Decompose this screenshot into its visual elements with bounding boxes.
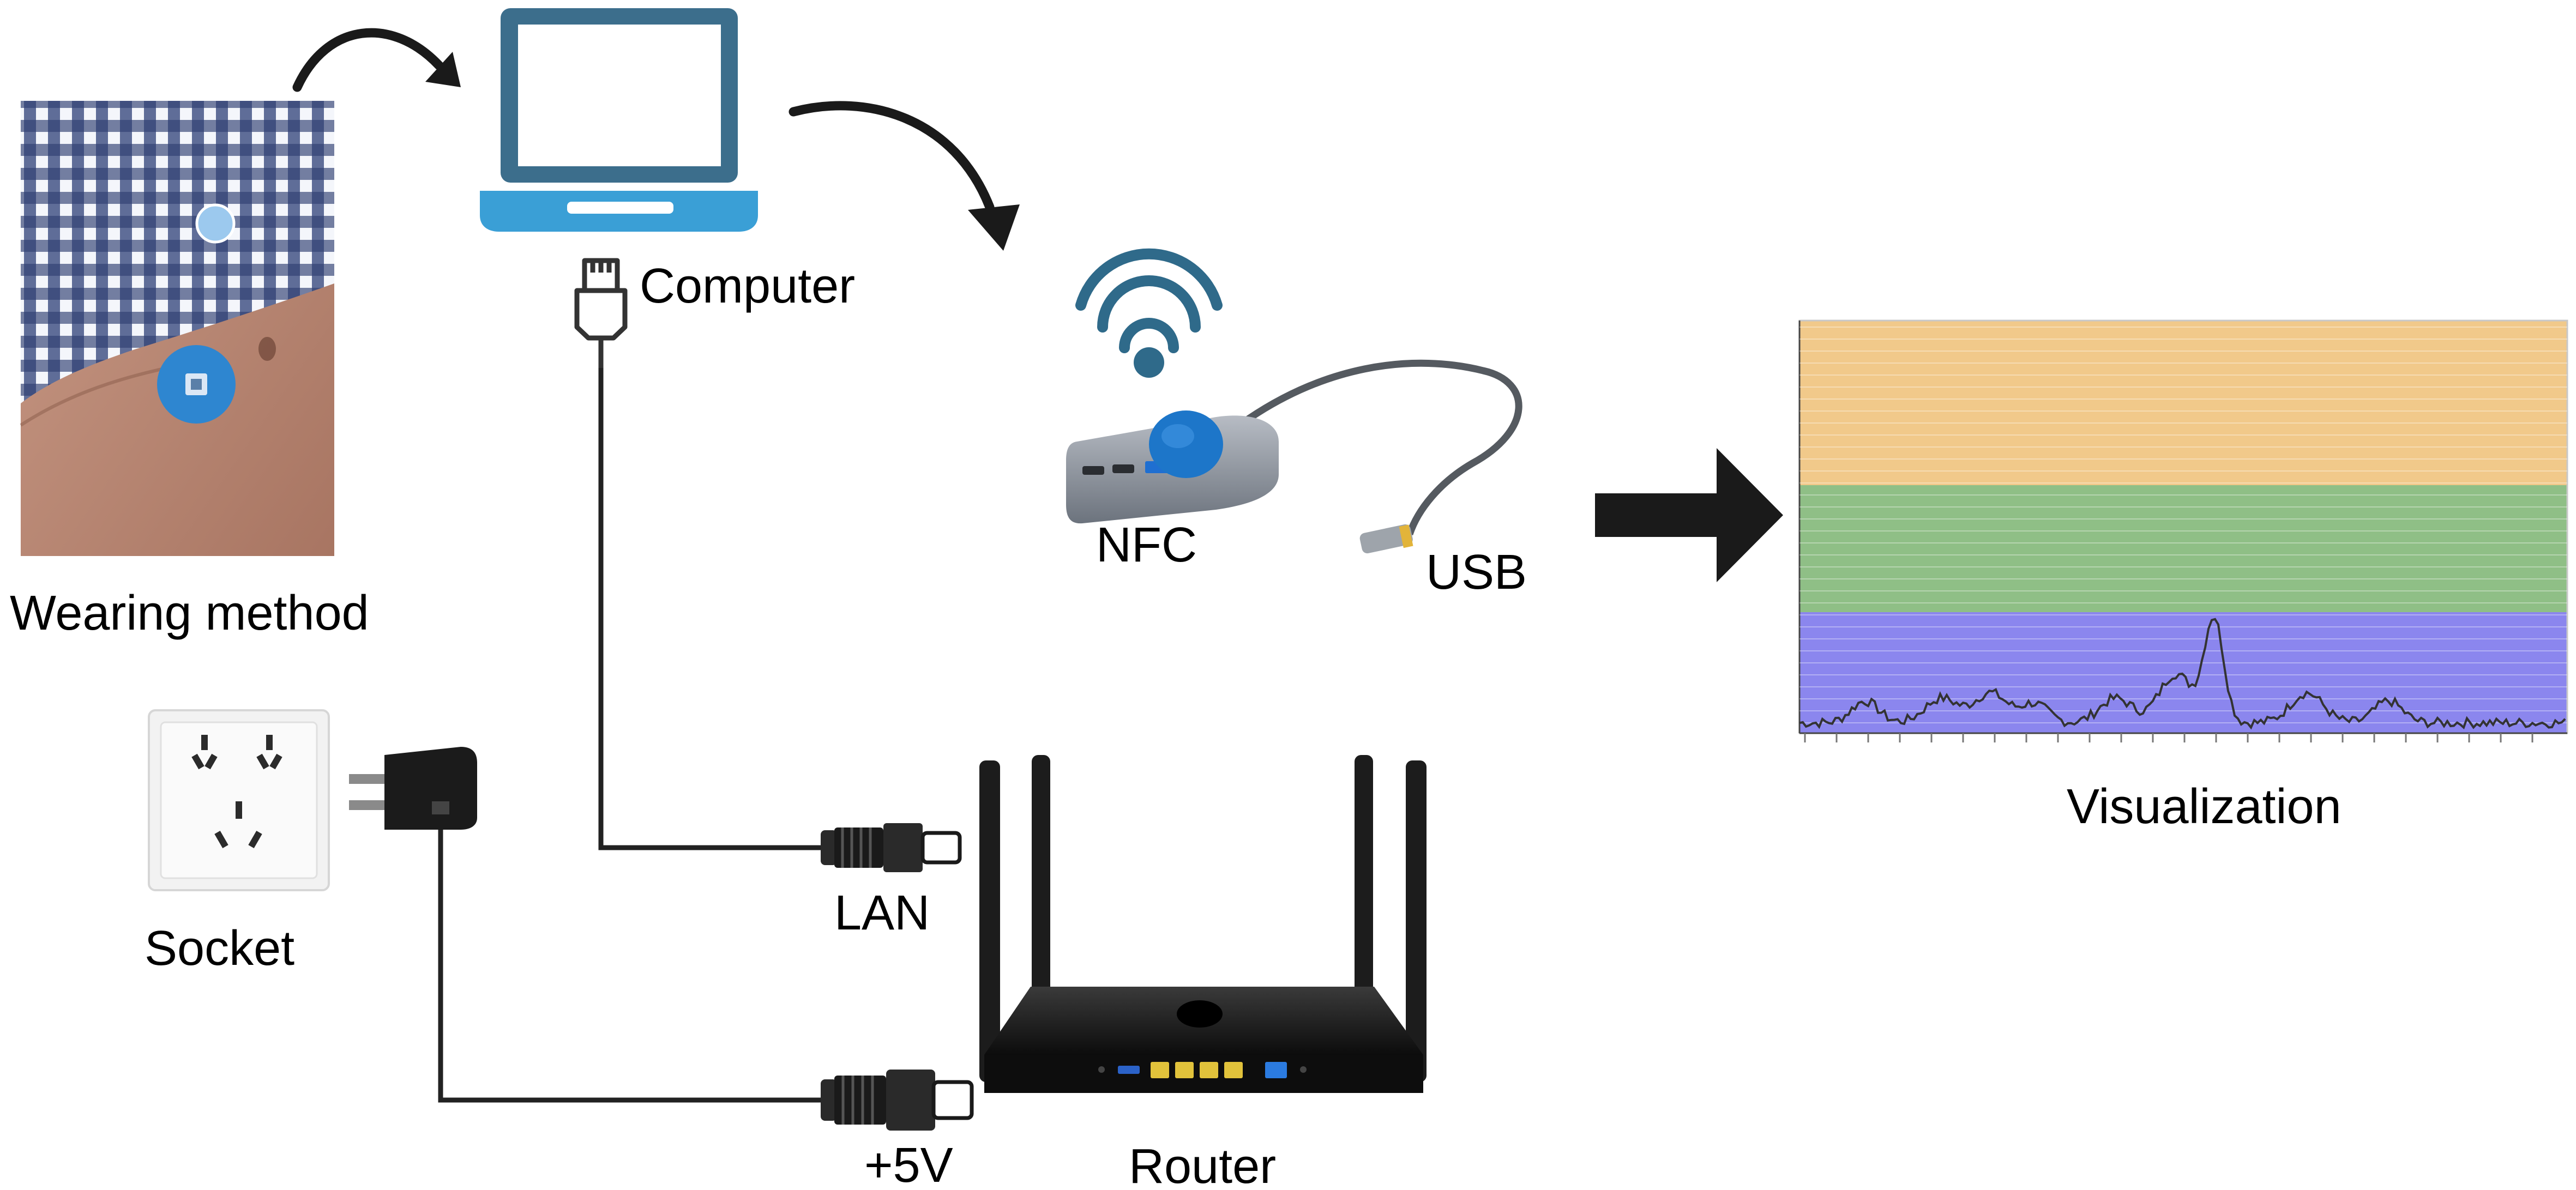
nfc-reader-icon [1066,248,1522,554]
usb-label: USB [1426,545,1527,600]
laptop-icon [480,8,758,232]
wearing-label: Wearing method [10,586,369,641]
power-label: +5V [864,1138,953,1190]
router-icon [979,755,1427,1093]
power-cable [438,830,829,1103]
ethernet-plug-icon [574,258,628,368]
power-connector-icon [821,1070,974,1131]
lan-label: LAN [834,886,930,940]
signal-line [1799,618,2566,730]
x-ticks [1804,733,2533,742]
visualization-chart [1798,319,2568,742]
router-label: Router [1129,1139,1276,1190]
lan-cable [598,368,829,850]
wearing-photo [20,101,334,556]
computer-label: Computer [640,259,855,313]
socket-label: Socket [145,921,294,976]
nfc-label: NFC [1096,518,1197,572]
grid-lines [1799,327,2567,723]
flow-arrow-icon [292,28,444,92]
power-adapter-icon [349,747,477,830]
visualization-label: Visualization [2067,780,2342,834]
flow-arrow-icon [789,101,995,212]
lan-connector-icon [821,823,962,872]
flow-arrow-icon [1595,448,1783,582]
wall-socket-icon [148,709,330,891]
wifi-icon [1075,248,1223,353]
